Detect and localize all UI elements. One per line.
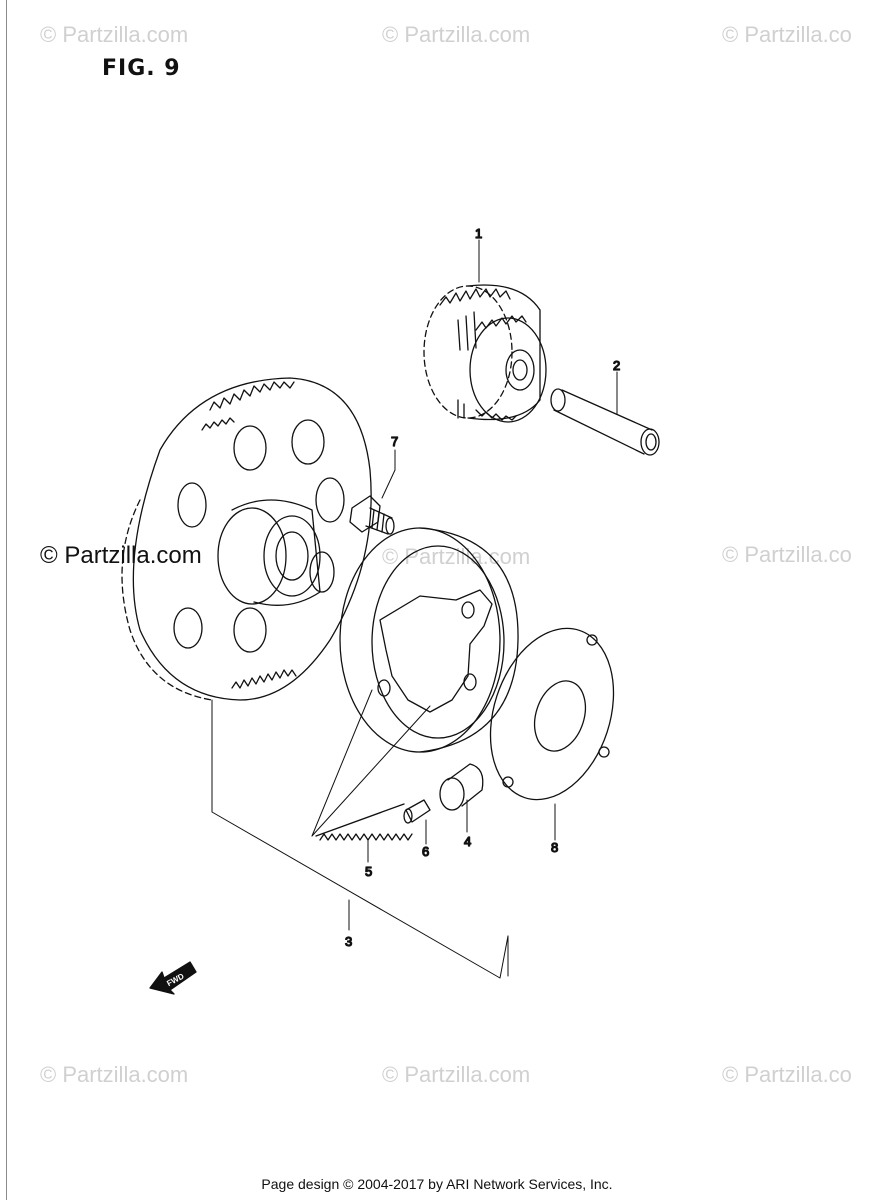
footer-copyright: Page design © 2004-2017 by ARI Network S…: [261, 1176, 613, 1192]
watermark: © Partzilla.com: [382, 544, 531, 569]
watermark: © Partzilla.com: [382, 22, 531, 47]
watermark: © Partzilla.co: [722, 22, 852, 47]
callout-8: 8: [551, 840, 558, 855]
part-2-shaft: [550, 388, 660, 456]
watermark: © Partzilla.com: [40, 1062, 189, 1087]
figure-label: FIG. 9: [102, 56, 181, 81]
callout-6: 6: [422, 844, 429, 859]
part-3-large-gear: [121, 377, 372, 701]
watermark-center-left: © Partzilla.com: [40, 542, 202, 569]
callout-4: 4: [464, 834, 471, 849]
leader-lines: [211, 239, 618, 979]
watermark: © Partzilla.com: [40, 22, 189, 47]
watermark: © Partzilla.com: [382, 1062, 531, 1087]
watermark: © Partzilla.co: [722, 1062, 852, 1087]
part-8-plate: [489, 627, 615, 801]
part-6-pin: [403, 799, 431, 824]
left-border-rule: [6, 0, 7, 1200]
fwd-arrow-icon: FWD: [149, 961, 197, 995]
part-3-clutch-housing: [339, 527, 519, 753]
watermark: © Partzilla.co: [722, 542, 852, 567]
callout-3: 3: [345, 934, 352, 949]
callout-5: 5: [365, 864, 372, 879]
part-4-roller: [439, 763, 484, 811]
part-1-double-gear: [423, 284, 547, 423]
part-7-bolt: [349, 495, 395, 535]
callout-1: 1: [475, 226, 482, 241]
part-5-spring: [315, 803, 413, 841]
callout-2: 2: [613, 358, 620, 373]
callout-7: 7: [391, 434, 398, 449]
